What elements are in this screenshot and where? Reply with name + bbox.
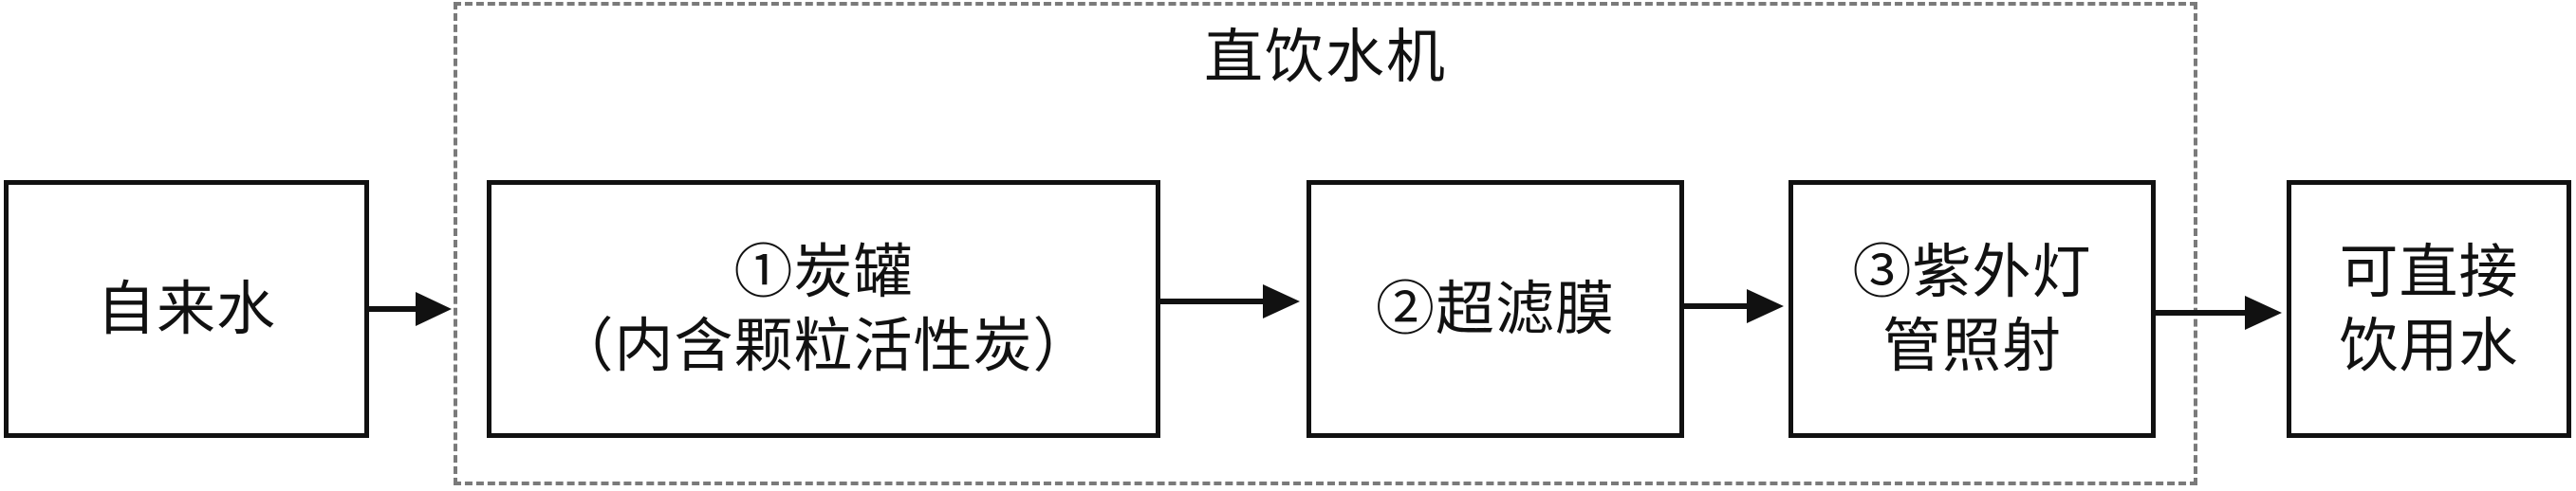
arrow-carbon-to-uf: [1160, 284, 1300, 318]
carbon-tank-box: ①炭罐 （内含颗粒活性炭）: [487, 180, 1160, 438]
tap-water-box: 自来水: [4, 180, 369, 438]
carbon-tank-label: ①炭罐: [733, 237, 914, 306]
uv-lamp-label-line1: ③紫外灯: [1852, 237, 2092, 306]
tap-water-label: 自来水: [96, 274, 276, 343]
drinking-water-label-line2: 饮用水: [2339, 311, 2519, 380]
uv-lamp-label-line2: 管照射: [1881, 311, 2062, 380]
drinking-water-label-line1: 可直接: [2339, 237, 2519, 306]
drinking-water-box: 可直接 饮用水: [2287, 180, 2571, 438]
water-dispenser-title: 直饮水机: [1203, 22, 1447, 91]
water-dispenser-frame: [454, 2, 2197, 485]
arrow-tap-to-carbon: [369, 292, 452, 326]
arrow-uv-to-output: [2156, 296, 2282, 330]
ultrafiltration-label: ②超滤膜: [1375, 274, 1615, 343]
carbon-tank-note: （内含颗粒活性炭）: [554, 311, 1093, 380]
ultrafiltration-box: ②超滤膜: [1307, 180, 1684, 438]
arrow-uf-to-uv: [1684, 289, 1784, 323]
uv-lamp-box: ③紫外灯 管照射: [1788, 180, 2156, 438]
